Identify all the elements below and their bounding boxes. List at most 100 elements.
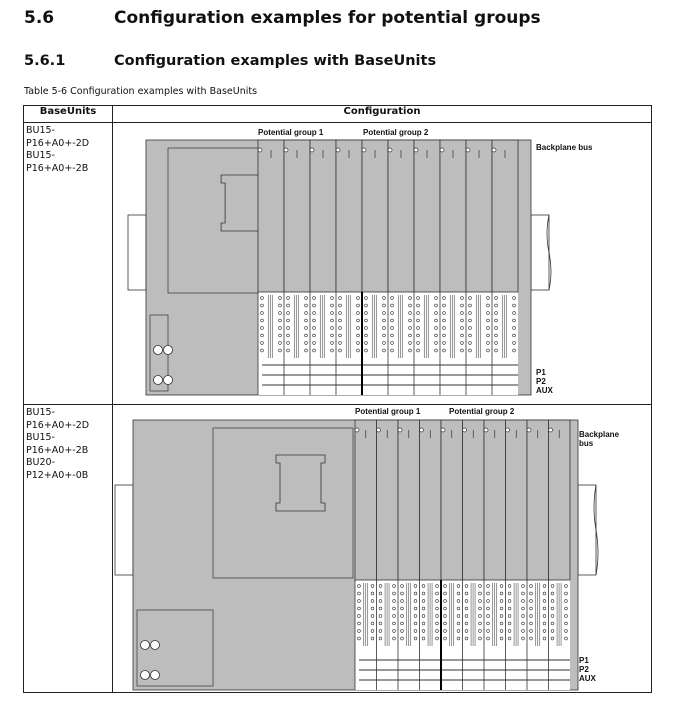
- terminal: [286, 303, 290, 308]
- terminal: [382, 318, 386, 323]
- terminal: [521, 629, 525, 633]
- terminal: [442, 333, 446, 338]
- potential-group-2-label: Potential group 2: [449, 407, 515, 416]
- terminal: [392, 599, 396, 603]
- terminal: [382, 303, 386, 308]
- terminal: [382, 296, 386, 300]
- terminal: [456, 591, 461, 596]
- terminal: [507, 584, 512, 588]
- terminal: [478, 584, 482, 588]
- terminal: [512, 311, 516, 315]
- terminal: [464, 591, 469, 596]
- terminal: [413, 599, 418, 603]
- rail-break: [593, 484, 599, 576]
- terminal: [434, 296, 438, 300]
- terminal: [370, 614, 375, 618]
- terminal: [378, 614, 383, 618]
- terminal: [356, 296, 360, 300]
- configuration-diagram-1: Potential group 1 Potential group 2 Back…: [112, 122, 652, 405]
- terminal: [542, 591, 547, 596]
- rail-break: [546, 214, 552, 291]
- terminal: [564, 636, 568, 641]
- io-module: [257, 139, 285, 293]
- terminal: [442, 318, 446, 323]
- terminal-screw: [163, 375, 173, 385]
- baseunits-cell: BU15-P16+A0+-2D BU15-P16+A0+-2B: [23, 122, 113, 405]
- terminal: [312, 303, 316, 308]
- terminal: [512, 318, 516, 323]
- terminal: [278, 333, 282, 338]
- terminal: [464, 614, 469, 618]
- terminal: [464, 636, 469, 641]
- terminal: [286, 333, 290, 338]
- terminal: [390, 318, 394, 323]
- terminal: [460, 341, 464, 345]
- terminal: [435, 629, 439, 633]
- terminal: [486, 621, 490, 626]
- terminal: [434, 326, 438, 330]
- terminal: [286, 341, 290, 345]
- terminal: [521, 599, 525, 603]
- terminal: [529, 621, 533, 626]
- terminal: [435, 614, 439, 618]
- terminal: [443, 606, 447, 611]
- terminal: [338, 311, 342, 315]
- terminal: [486, 296, 490, 300]
- terminal: [392, 584, 396, 588]
- terminal: [382, 341, 386, 345]
- terminal: [499, 591, 504, 596]
- terminal: [260, 348, 264, 353]
- terminal: [392, 591, 396, 596]
- terminal: [338, 296, 342, 300]
- backplane-bus-label: Backplane bus: [536, 143, 593, 152]
- potential-group-1-label: Potential group 1: [355, 407, 421, 416]
- terminal: [408, 348, 412, 353]
- terminal: [564, 606, 568, 611]
- terminal: [421, 606, 426, 611]
- power-connector: [136, 609, 214, 687]
- io-module: [548, 419, 571, 581]
- terminal: [486, 303, 490, 308]
- terminal: [464, 621, 469, 626]
- terminal: [330, 333, 334, 338]
- terminal: [304, 333, 308, 338]
- terminal: [486, 584, 490, 588]
- terminal: [364, 333, 368, 338]
- terminal: [442, 348, 446, 353]
- terminal: [392, 614, 396, 618]
- terminal: [460, 296, 464, 300]
- terminal: [356, 318, 360, 323]
- terminal: [312, 348, 316, 353]
- terminal: [390, 326, 394, 330]
- bus-connector: [257, 147, 263, 153]
- terminal: [408, 296, 412, 300]
- terminal: [330, 303, 334, 308]
- io-module: [439, 139, 467, 293]
- terminal: [278, 303, 282, 308]
- terminal: [443, 614, 447, 618]
- terminal: [421, 621, 426, 626]
- terminal: [286, 296, 290, 300]
- terminal: [435, 621, 439, 626]
- p1-label: P1: [536, 368, 546, 377]
- terminal: [529, 636, 533, 641]
- terminal: [499, 621, 504, 626]
- terminal: [357, 636, 361, 641]
- terminal: [529, 584, 533, 588]
- terminal: [408, 303, 412, 308]
- terminal: [357, 591, 361, 596]
- terminal: [443, 591, 447, 596]
- diagram-2-graphic: [114, 419, 599, 691]
- terminal: [278, 296, 282, 300]
- p2-label: P2: [579, 665, 589, 674]
- terminal: [529, 629, 533, 633]
- terminal: [512, 333, 516, 338]
- io-module: [283, 139, 311, 293]
- table-header-row: BaseUnits Configuration: [23, 105, 652, 123]
- terminal: [507, 606, 512, 611]
- p1-label: P1: [579, 656, 589, 665]
- terminal: [304, 348, 308, 353]
- terminal: [400, 584, 404, 588]
- terminal: [413, 621, 418, 626]
- baseunit-item: BU15-P16+A0+-2B: [26, 150, 89, 174]
